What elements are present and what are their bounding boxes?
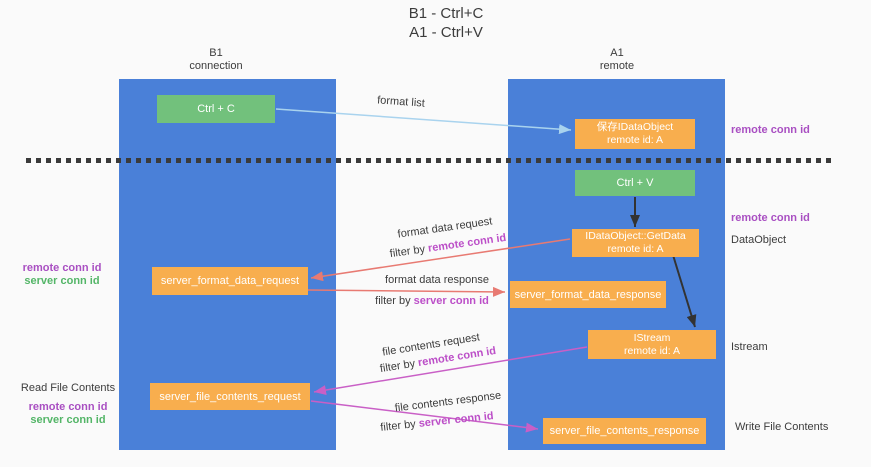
title-line-2: A1 - Ctrl+V — [409, 24, 483, 41]
node-server-file-contents-request: server_file_contents_request — [150, 383, 310, 410]
remote-conn-id-key: remote conn id — [427, 231, 507, 255]
node-ctrl-c: Ctrl + C — [157, 95, 275, 123]
right-write-file-contents-label: Write File Contents — [735, 421, 829, 433]
right-dataobject-label: DataObject — [731, 234, 787, 246]
right-save-remote-conn-id: remote conn id — [731, 124, 810, 136]
server-file-contents-response-label: server_file_contents_response — [549, 425, 700, 437]
lane-b1-name: B1 — [209, 47, 223, 59]
lane-header-a1: A1 remote — [567, 47, 667, 73]
istream-line1: IStream — [633, 331, 671, 344]
lane-a1-role: remote — [599, 60, 635, 72]
left-format-conn-ids: remote conn id server conn id — [16, 262, 108, 288]
node-save-idataobject: 保存IDataObject remote id: A — [575, 119, 695, 149]
right-getdata-remote-conn-id: remote conn id — [731, 212, 810, 224]
node-istream: IStream remote id: A — [588, 330, 716, 359]
edge-label-format-data-response-filter: filter by server conn id — [375, 295, 489, 307]
server-file-contents-request-label: server_file_contents_request — [159, 390, 301, 403]
filter-by-text: filter by — [379, 417, 420, 434]
read-file-contents-label: Read File Contents — [20, 382, 116, 394]
lane-b1-role: connection — [189, 60, 243, 72]
edge-label-format-list: format list — [376, 94, 426, 110]
istream-line2: remote id: A — [623, 344, 681, 357]
save-idataobject-line2: remote id: A — [606, 134, 664, 146]
phase-separator-dashed-line — [26, 158, 832, 163]
remote-conn-id-label: remote conn id — [28, 401, 108, 413]
getdata-line2: remote id: A — [607, 243, 664, 255]
filter-by-text: filter by — [379, 357, 420, 376]
ctrl-v-label: Ctrl + V — [616, 177, 654, 189]
lane-a1-name: A1 — [610, 47, 624, 59]
server-conn-id-key: server conn id — [413, 295, 489, 307]
filter-by-text: filter by — [375, 295, 414, 307]
node-idataobject-getdata: IDataObject::GetData remote id: A — [572, 229, 699, 257]
remote-conn-id-label: remote conn id — [22, 262, 102, 274]
server-conn-id-key: server conn id — [418, 410, 495, 430]
right-istream-label: Istream — [731, 341, 768, 353]
server-format-data-request-label: server_format_data_request — [160, 275, 300, 287]
server-format-data-response-label: server_format_data_response — [514, 288, 662, 301]
node-server-format-data-request: server_format_data_request — [152, 267, 308, 295]
server-conn-id-label: server conn id — [24, 275, 100, 287]
getdata-line1: IDataObject::GetData — [585, 230, 686, 242]
edge-label-format-data-response: format data response — [385, 274, 489, 286]
save-idataobject-line1: 保存IDataObject — [596, 121, 674, 133]
node-ctrl-v: Ctrl + V — [575, 170, 695, 196]
left-file-conn-ids: Read File Contents remote conn id server… — [12, 382, 124, 427]
filter-by-text: filter by — [389, 242, 429, 261]
server-conn-id-label: server conn id — [30, 414, 106, 426]
lane-header-b1: B1 connection — [166, 47, 266, 73]
arrow-format-data-response — [307, 286, 506, 297]
title-line-1: B1 - Ctrl+C — [408, 5, 484, 22]
ctrl-c-label: Ctrl + C — [197, 103, 235, 115]
diagram-title: B1 - Ctrl+C A1 - Ctrl+V — [296, 4, 596, 42]
node-server-format-data-response: server_format_data_response — [510, 281, 666, 308]
node-server-file-contents-response: server_file_contents_response — [543, 418, 706, 444]
